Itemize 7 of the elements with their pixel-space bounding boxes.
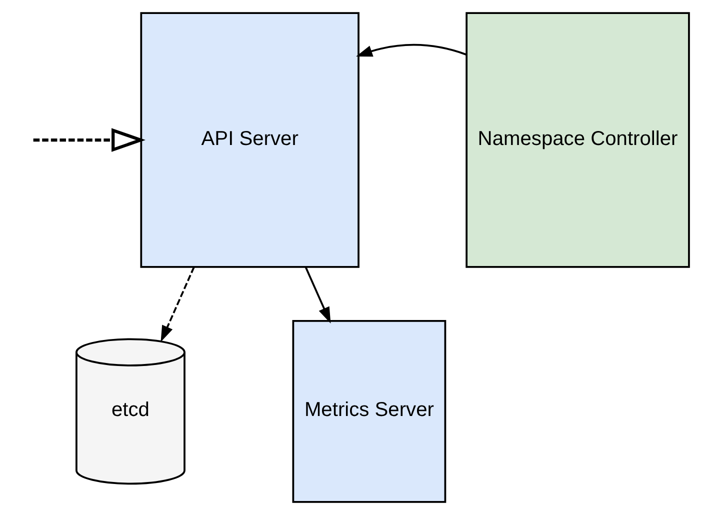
node-box: Namespace Controller (465, 12, 690, 268)
node-box: Metrics Server (292, 320, 446, 503)
node-box: API Server (140, 12, 359, 268)
arrow (160, 266, 194, 342)
arrow (304, 266, 330, 324)
arrow (32, 128, 145, 152)
arrow (356, 44, 466, 57)
